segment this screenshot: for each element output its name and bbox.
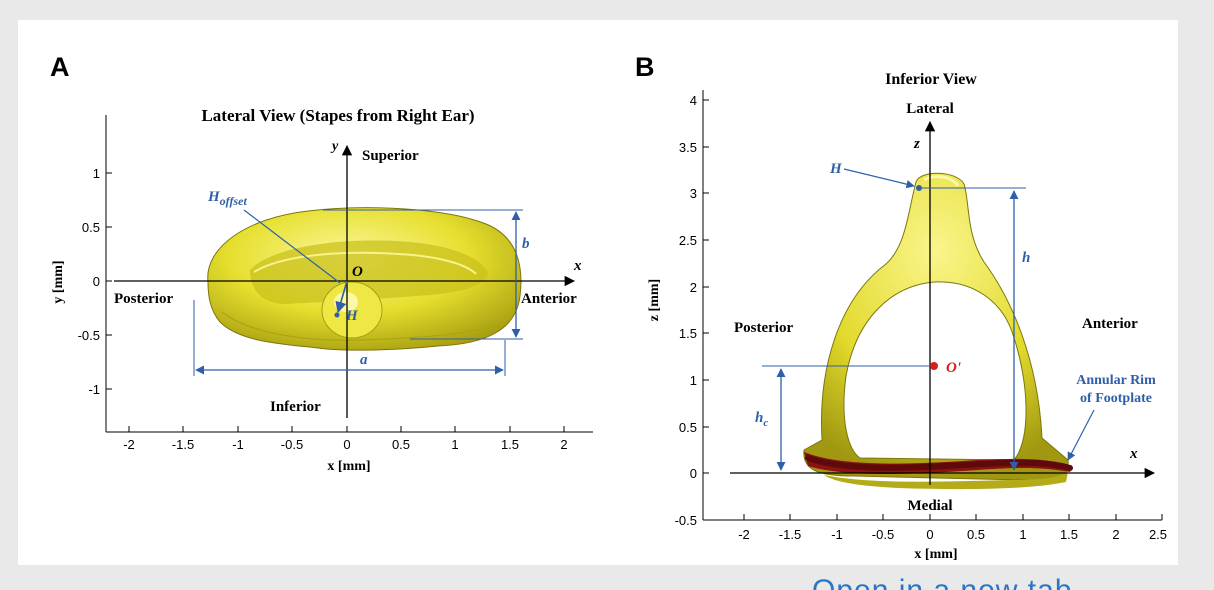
annular-rim-line2: of Footplate	[1080, 391, 1152, 406]
panel-b-x-axis-label: x [mm]	[914, 547, 957, 562]
panel-a-x-axis-label: x [mm]	[327, 459, 370, 474]
panel-b-y-tick-labels: 4 3.5 3 2.5 2 1.5 1 0.5 0 -0.5	[675, 93, 697, 528]
panel-a-anterior-label: Anterior	[521, 291, 577, 307]
panel-b-y-tick: -0.5	[675, 513, 697, 528]
panel-a-dim-a-label: a	[360, 352, 368, 368]
panel-b-origin-annotation: O'	[762, 360, 961, 376]
panel-b-x-tick-labels: -2 -1.5 -1 -0.5 0 0.5 1 1.5 2 2.5	[738, 527, 1167, 542]
panel-b-y-tick: 2	[690, 280, 697, 295]
panel-a-y-axis-name: y	[330, 139, 339, 154]
panel-b-x-tick: 0.5	[967, 527, 985, 542]
panel-b-y-tick: 3	[690, 186, 697, 201]
dimension-h: h	[919, 187, 1030, 471]
panel-b-h-point-label: H	[829, 161, 843, 177]
panel-a-x-tick-labels: -2 -1.5 -1 -0.5 0 0.5 1 1.5 2	[123, 437, 567, 452]
panel-b-y-tick: 1.5	[679, 326, 697, 341]
panel-b-z-axis-name: z	[913, 136, 920, 152]
panel-a: A Lateral View (Stapes from Right Ear) -…	[50, 52, 593, 474]
panel-a-y-tick: 0	[93, 274, 100, 289]
panel-b-title: Inferior View	[885, 71, 977, 88]
panel-b-x-tick: -1.5	[779, 527, 801, 542]
panel-a-label: A	[50, 52, 70, 82]
panel-b-posterior-label: Posterior	[734, 320, 793, 336]
panel-b-x-tick: -2	[738, 527, 750, 542]
panel-b-dim-hc-sub: c	[763, 417, 768, 429]
panel-a-y-tick: -1	[88, 382, 100, 397]
dimension-a: a	[193, 300, 506, 376]
annular-rim-line1: Annular Rim	[1076, 373, 1156, 388]
panel-b-x-tick: 2.5	[1149, 527, 1167, 542]
panel-a-y-axis-label: y [mm]	[51, 260, 66, 303]
panel-b-y-axis-label: z [mm]	[647, 279, 662, 321]
panel-a-y-tick-labels: 1 0.5 0 -0.5 -1	[78, 166, 100, 397]
panel-b-y-tick: 3.5	[679, 140, 697, 155]
panel-b-anterior-label: Anterior	[1082, 316, 1138, 332]
panel-b-x-tick: -1	[831, 527, 843, 542]
panel-b-medial-label: Medial	[908, 498, 953, 514]
panel-b-x-axis-name: x	[1129, 446, 1138, 462]
panel-a-x-tick: 0.5	[392, 437, 410, 452]
panel-b-dim-hc-main: h	[755, 410, 763, 426]
panel-a-y-tick: 0.5	[82, 220, 100, 235]
panel-a-x-axis-name: x	[573, 258, 582, 274]
panel-a-x-tick: 1.5	[501, 437, 519, 452]
stapes-lateral-shape	[207, 207, 522, 351]
panel-b-y-tick: 2.5	[679, 233, 697, 248]
panel-b-tick-marks	[703, 99, 1163, 520]
panel-a-x-tick: -2	[123, 437, 135, 452]
panel-a-x-tick: -0.5	[281, 437, 303, 452]
panel-b-dim-h-label: h	[1022, 250, 1030, 266]
panel-b-origin-prime-label: O'	[946, 360, 961, 376]
stapes-inferior-shape	[803, 172, 1073, 490]
panel-b-y-tick: 0	[690, 466, 697, 481]
annular-rim-callout: Annular Rim of Footplate	[1067, 373, 1156, 461]
panel-b-y-tick: 1	[690, 373, 697, 388]
svg-text:Hoffset: Hoffset	[207, 189, 247, 208]
panel-b: B Inferior View -2 -1.5 -1 -0.5 0 0.5 1 …	[635, 52, 1167, 562]
panel-a-x-tick: 0	[343, 437, 350, 452]
panel-a-y-tick: 1	[93, 166, 100, 181]
panel-a-x-tick: 1	[451, 437, 458, 452]
panel-a-x-tick: -1.5	[172, 437, 194, 452]
panel-b-x-tick: 0	[926, 527, 933, 542]
figure-svg: A Lateral View (Stapes from Right Ear) -…	[50, 52, 1167, 562]
h-offset-sub: offset	[220, 194, 248, 208]
open-in-new-tab-link[interactable]: Open in a new tab	[812, 574, 1073, 590]
svg-text:hc: hc	[755, 410, 768, 429]
panel-a-x-tick: -1	[232, 437, 244, 452]
panel-a-posterior-label: Posterior	[114, 291, 173, 307]
bottom-strip: Open in a new tab	[0, 570, 1214, 590]
figure-panel: A Lateral View (Stapes from Right Ear) -…	[18, 20, 1178, 565]
h-offset-annotation: Hoffset H	[207, 189, 359, 324]
panel-a-y-tick: -0.5	[78, 328, 100, 343]
panel-b-x-tick: -0.5	[872, 527, 894, 542]
panel-a-inferior-label: Inferior	[270, 399, 321, 415]
dimension-b: b	[323, 209, 530, 340]
panel-b-lateral-label: Lateral	[906, 101, 953, 117]
panel-b-x-tick: 1	[1019, 527, 1026, 542]
panel-b-h-annotation: H	[829, 161, 922, 191]
panel-b-x-tick: 1.5	[1060, 527, 1078, 542]
h-offset-main: H	[207, 189, 221, 205]
panel-a-title: Lateral View (Stapes from Right Ear)	[201, 106, 474, 125]
panel-b-label: B	[635, 52, 655, 82]
panel-b-x-tick: 2	[1112, 527, 1119, 542]
dimension-hc: hc	[755, 368, 786, 471]
panel-a-x-tick: 2	[560, 437, 567, 452]
panel-a-tick-marks	[106, 172, 565, 432]
panel-a-origin-label: O	[352, 264, 363, 280]
panel-b-y-tick: 0.5	[679, 420, 697, 435]
panel-a-h-point-label: H	[345, 308, 359, 324]
panel-a-superior-label: Superior	[362, 148, 419, 164]
panel-a-dim-b-label: b	[522, 236, 530, 252]
panel-b-y-tick: 4	[690, 93, 697, 108]
